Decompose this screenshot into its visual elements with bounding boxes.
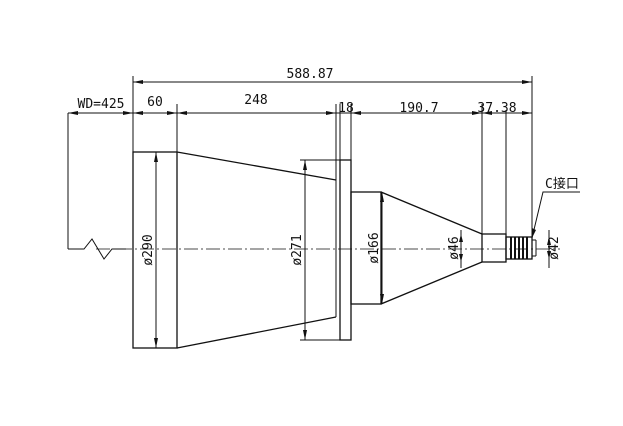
seg-rear-cone-label: 190.7 xyxy=(399,101,438,116)
optical-axis xyxy=(67,113,560,260)
rear-cone-bottom xyxy=(380,261,483,305)
dia-neck-label: ø46 xyxy=(447,236,462,259)
dia-front-label: ø290 xyxy=(141,234,156,265)
working-distance-label: WD=425 xyxy=(78,97,125,112)
extension-lines xyxy=(132,76,533,341)
dia-mount-label: ø42 xyxy=(547,236,562,259)
lens-body xyxy=(132,151,537,349)
seg-front-label: 60 xyxy=(147,95,163,110)
dia-mid-label: ø271 xyxy=(290,234,305,265)
dia-flange-rear-label: ø166 xyxy=(367,232,382,263)
break-line xyxy=(68,238,126,260)
seg-front-cone-label: 248 xyxy=(244,93,267,108)
mount-callout-label: C接口 xyxy=(545,176,579,192)
front-barrel xyxy=(132,151,178,349)
seg-mount-label: 37.38 xyxy=(477,101,516,116)
neck xyxy=(481,233,507,263)
dimension-text: 588.87 WD=425 60 248 18 190.7 37.38 ø290… xyxy=(78,67,579,266)
flange xyxy=(339,159,352,341)
overall-length-label: 588.87 xyxy=(287,67,334,82)
dimension-lines xyxy=(68,80,580,348)
mount-leader xyxy=(531,191,580,239)
seg-flange-label: 18 xyxy=(338,101,354,116)
front-cone-bottom xyxy=(176,316,337,349)
rear-cone-top xyxy=(380,191,483,235)
c-mount-thread-marks xyxy=(510,237,537,259)
front-cone-top xyxy=(176,151,337,181)
